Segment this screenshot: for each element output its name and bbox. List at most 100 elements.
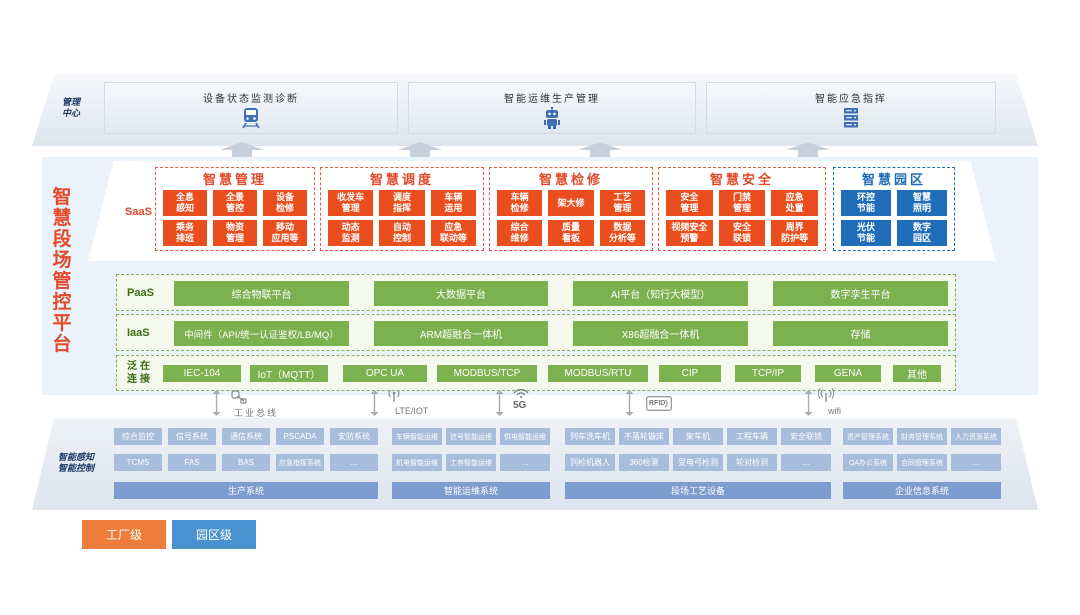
saas-item[interactable]: 应急 处置: [771, 190, 818, 216]
perception-item[interactable]: 信号智能运维: [446, 428, 496, 445]
train-icon: [242, 108, 260, 129]
perception-item[interactable]: PSCADA: [276, 428, 324, 445]
perception-label: 智能感知 智能控制: [57, 452, 94, 473]
perception-item[interactable]: ...: [951, 454, 1001, 471]
saas-item[interactable]: 设备 检修: [263, 190, 307, 216]
perception-group-footer[interactable]: 企业信息系统: [843, 482, 1001, 499]
perception-item[interactable]: TCMS: [114, 454, 162, 471]
module-title: 智能应急指挥: [815, 94, 887, 105]
saas-item[interactable]: 自动 控制: [379, 220, 425, 246]
perception-item[interactable]: 安全联锁: [781, 428, 831, 445]
saas-item[interactable]: 车辆 检修: [497, 190, 543, 216]
saas-item[interactable]: 乘务 排班: [163, 220, 207, 246]
group-title: 智慧检修: [538, 172, 603, 187]
perception-item[interactable]: 通信系统: [222, 428, 270, 445]
module-equipment-monitoring[interactable]: 设备状态监测诊断: [104, 82, 398, 134]
perception-item[interactable]: 工务智能运维: [446, 454, 496, 471]
double-arrow-icon: [625, 390, 634, 416]
saas-item[interactable]: 全息 感知: [163, 190, 207, 216]
perception-item[interactable]: 人力资源系统: [951, 428, 1001, 445]
perception-item[interactable]: 不落轮镟床: [619, 428, 669, 445]
saas-item[interactable]: 视频安全 预警: [666, 220, 713, 246]
perception-group-footer[interactable]: 智能运维系统: [392, 482, 550, 499]
saas-item[interactable]: 质量 看板: [548, 220, 594, 246]
saas-item[interactable]: 周界 防护等: [771, 220, 818, 246]
bus-network-icon: [231, 390, 247, 404]
perception-item[interactable]: 360检测: [619, 454, 669, 471]
saas-group-smart-dispatch: 智慧调度 收发车 管理 调度 指挥 车辆 运用 动态 监测 自动 控制 应急 联…: [320, 167, 484, 251]
protocol-item[interactable]: MODBUS/TCP: [437, 365, 537, 382]
perception-item[interactable]: ...: [330, 454, 378, 471]
protocol-item[interactable]: GENA: [815, 365, 881, 382]
saas-item[interactable]: 环控 节能: [841, 190, 891, 216]
saas-item[interactable]: 工艺 管理: [599, 190, 645, 216]
iaas-item[interactable]: ARM超融合一体机: [374, 321, 548, 346]
perception-item[interactable]: 信号系统: [168, 428, 216, 445]
double-arrow-icon: [804, 390, 813, 416]
iaas-item[interactable]: X86超融合一体机: [573, 321, 748, 346]
perception-item[interactable]: 工程车辆: [727, 428, 777, 445]
perception-item[interactable]: BAS: [222, 454, 270, 471]
saas-item[interactable]: 调度 指挥: [379, 190, 425, 216]
paas-item[interactable]: AI平台（知行大模型）: [573, 281, 748, 306]
saas-item[interactable]: 收发车 管理: [328, 190, 374, 216]
saas-group-smart-safety: 智慧安全 安全 管理 门禁 管理 应急 处置 视频安全 预警 安全 联锁 周界 …: [658, 167, 826, 251]
saas-item[interactable]: 数字 园区: [897, 220, 947, 246]
saas-item[interactable]: 应急 联动等: [430, 220, 476, 246]
protocol-item[interactable]: MODBUS/RTU: [548, 365, 648, 382]
module-smart-maintenance[interactable]: 智能运维生产管理: [408, 82, 696, 134]
protocol-item[interactable]: OPC UA: [343, 365, 427, 382]
perception-item[interactable]: ...: [500, 454, 550, 471]
saas-item[interactable]: 安全 管理: [666, 190, 713, 216]
group-title: 智慧安全: [709, 172, 774, 187]
saas-item[interactable]: 全景 管控: [213, 190, 257, 216]
paas-item[interactable]: 综合物联平台: [174, 281, 349, 306]
perception-item[interactable]: 安防系统: [330, 428, 378, 445]
perception-item[interactable]: 供电智能运维: [500, 428, 550, 445]
paas-item[interactable]: 数字孪生平台: [773, 281, 948, 306]
saas-item[interactable]: 光伏 节能: [841, 220, 891, 246]
perception-item[interactable]: FAS: [168, 454, 216, 471]
saas-item[interactable]: 门禁 管理: [718, 190, 766, 216]
iaas-item[interactable]: 存储: [773, 321, 948, 346]
perception-item[interactable]: 资产管理系统: [843, 428, 893, 445]
perception-group-footer[interactable]: 生产系统: [114, 482, 378, 499]
protocol-item[interactable]: TCP/IP: [735, 365, 801, 382]
saas-item[interactable]: 物资 管理: [213, 220, 257, 246]
up-arrow-icon: [220, 142, 264, 160]
perception-item[interactable]: 架车机: [673, 428, 723, 445]
perception-item[interactable]: 列检机器人: [565, 454, 615, 471]
perception-item[interactable]: 应急指挥系统: [276, 454, 324, 471]
iaas-item[interactable]: 中间件（API/统一认证鉴权/LB/MQ）: [174, 321, 349, 346]
iaas-label: IaaS: [127, 327, 150, 339]
protocol-item[interactable]: IEC-104: [163, 365, 241, 382]
perception-item[interactable]: 车辆智能运维: [392, 428, 442, 445]
antenna-icon: [388, 389, 400, 402]
perception-item[interactable]: 财务管理系统: [897, 428, 947, 445]
module-emergency-command[interactable]: 智能应急指挥: [706, 82, 996, 134]
perception-item[interactable]: 列车洗车机: [565, 428, 615, 445]
perception-item[interactable]: 合同管理系统: [897, 454, 947, 471]
protocol-item[interactable]: IoT（MQTT）: [250, 365, 328, 382]
perception-group-footer[interactable]: 段场工艺设备: [565, 482, 831, 499]
saas-item[interactable]: 动态 监测: [328, 220, 374, 246]
perception-item[interactable]: 受电弓检测: [673, 454, 723, 471]
perception-item[interactable]: OA办公系统: [843, 454, 893, 471]
saas-item[interactable]: 车辆 运用: [430, 190, 476, 216]
saas-item[interactable]: 数据 分析等: [599, 220, 645, 246]
saas-item[interactable]: 移动 应用等: [263, 220, 307, 246]
saas-item[interactable]: 安全 联锁: [718, 220, 766, 246]
protocol-item[interactable]: CIP: [659, 365, 721, 382]
saas-item[interactable]: 架大修: [548, 190, 594, 216]
group-title: 智慧管理: [202, 172, 267, 187]
saas-item[interactable]: 智慧 照明: [897, 190, 947, 216]
double-arrow-icon: [495, 390, 504, 416]
access-label-rfid: RFID: [649, 400, 666, 407]
protocol-item[interactable]: 其他: [893, 365, 941, 382]
saas-item[interactable]: 综合 维修: [497, 220, 543, 246]
perception-item[interactable]: 综合监控: [114, 428, 162, 445]
perception-item[interactable]: 机电智能运维: [392, 454, 442, 471]
paas-item[interactable]: 大数据平台: [374, 281, 548, 306]
perception-item[interactable]: ...: [781, 454, 831, 471]
perception-item[interactable]: 轮对检测: [727, 454, 777, 471]
